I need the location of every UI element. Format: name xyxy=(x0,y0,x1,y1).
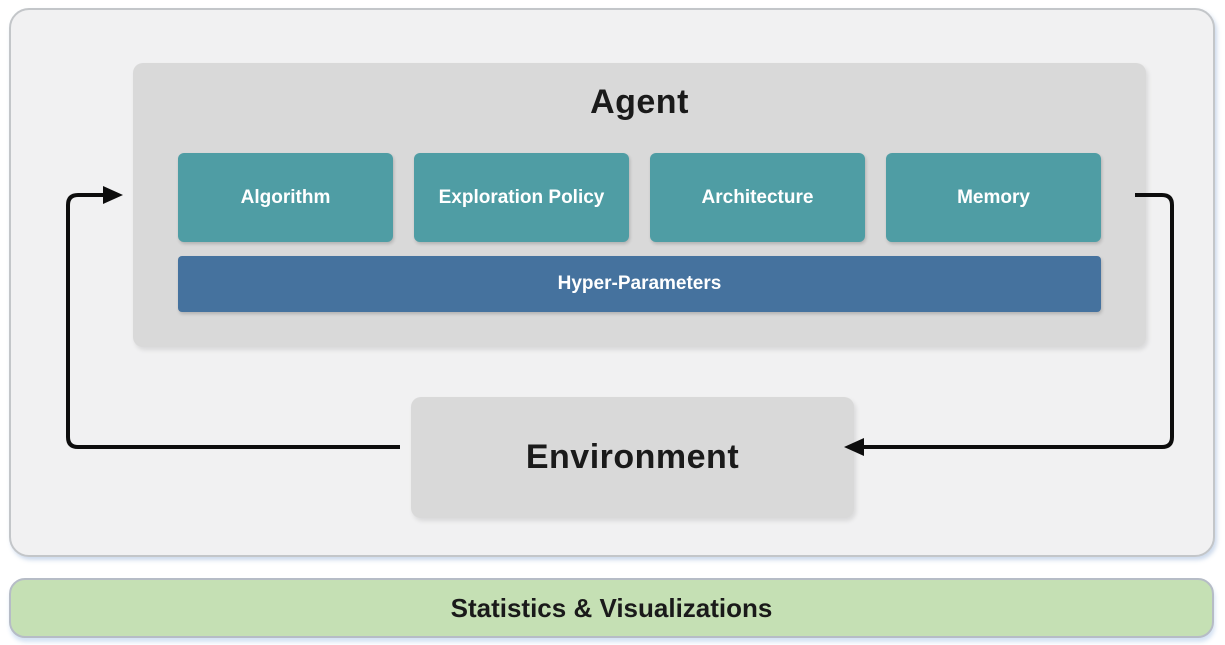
rl-loop-panel: Agent Algorithm Exploration Policy Archi… xyxy=(9,8,1215,557)
environment-title: Environment xyxy=(525,438,740,476)
module-algorithm: Algorithm xyxy=(178,153,393,242)
environment-container: Environment xyxy=(411,397,854,518)
statistics-visualizations-label: Statistics & Visualizations xyxy=(450,592,773,623)
module-exploration-policy-label: Exploration Policy xyxy=(438,186,605,208)
agent-module-row: Algorithm Exploration Policy Architectur… xyxy=(133,153,1146,242)
module-architecture: Architecture xyxy=(650,153,865,242)
agent-container: Agent Algorithm Exploration Policy Archi… xyxy=(133,63,1146,347)
hyper-parameters-label: Hyper-Parameters xyxy=(557,273,722,294)
statistics-visualizations-bar: Statistics & Visualizations xyxy=(9,578,1214,638)
module-memory-label: Memory xyxy=(957,186,1030,208)
agent-title: Agent xyxy=(590,83,689,121)
module-memory: Memory xyxy=(886,153,1101,242)
hyper-parameters-bar: Hyper-Parameters xyxy=(178,256,1101,312)
module-architecture-label: Architecture xyxy=(701,186,814,208)
module-exploration-policy: Exploration Policy xyxy=(414,153,629,242)
module-algorithm-label: Algorithm xyxy=(240,186,331,208)
